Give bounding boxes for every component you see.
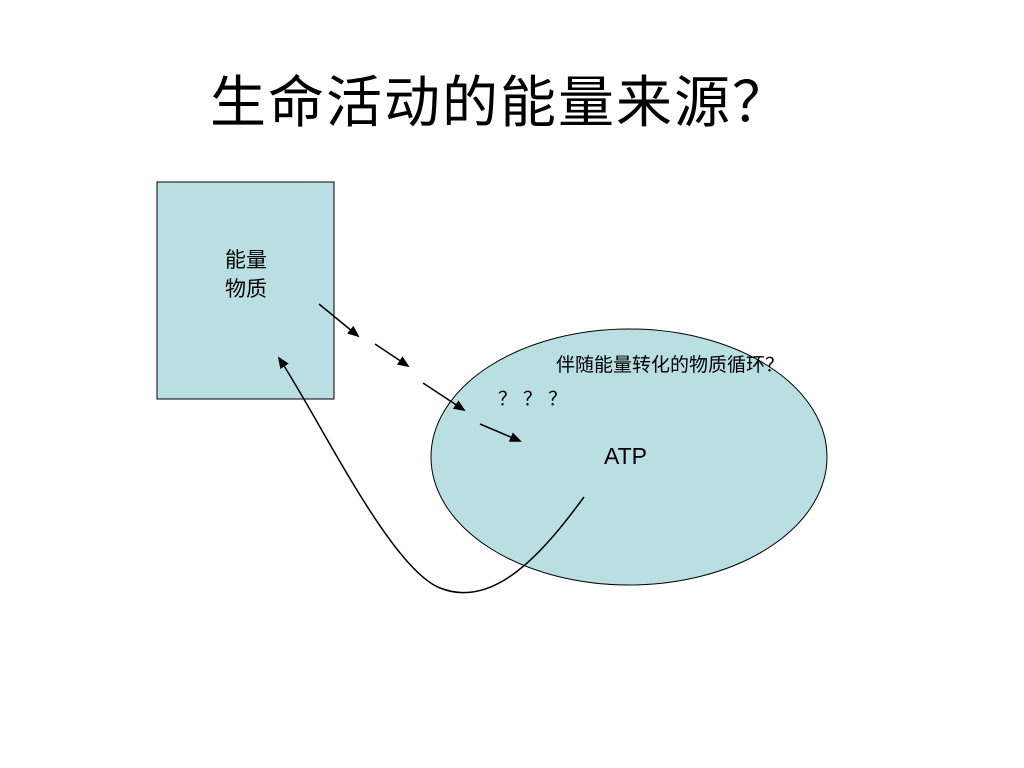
dashed-arrow-box-to-ellipse xyxy=(318,303,522,442)
energy-label: 能量 xyxy=(225,248,267,272)
curved-arrow-ellipse-to-box xyxy=(277,356,585,594)
atp-label: ATP xyxy=(604,443,648,469)
energy-matter-label: 能量 物质 xyxy=(158,246,334,304)
material-cycle-label: 伴随能量转化的物质循环？ xyxy=(556,354,785,376)
atp-ellipse xyxy=(430,328,828,586)
matter-label: 物质 xyxy=(225,277,267,301)
energy-matter-box xyxy=(156,181,335,400)
question-marks: ？ ？ ？ xyxy=(498,388,568,410)
slide-title: 生命活动的能量来源？ xyxy=(210,71,790,136)
